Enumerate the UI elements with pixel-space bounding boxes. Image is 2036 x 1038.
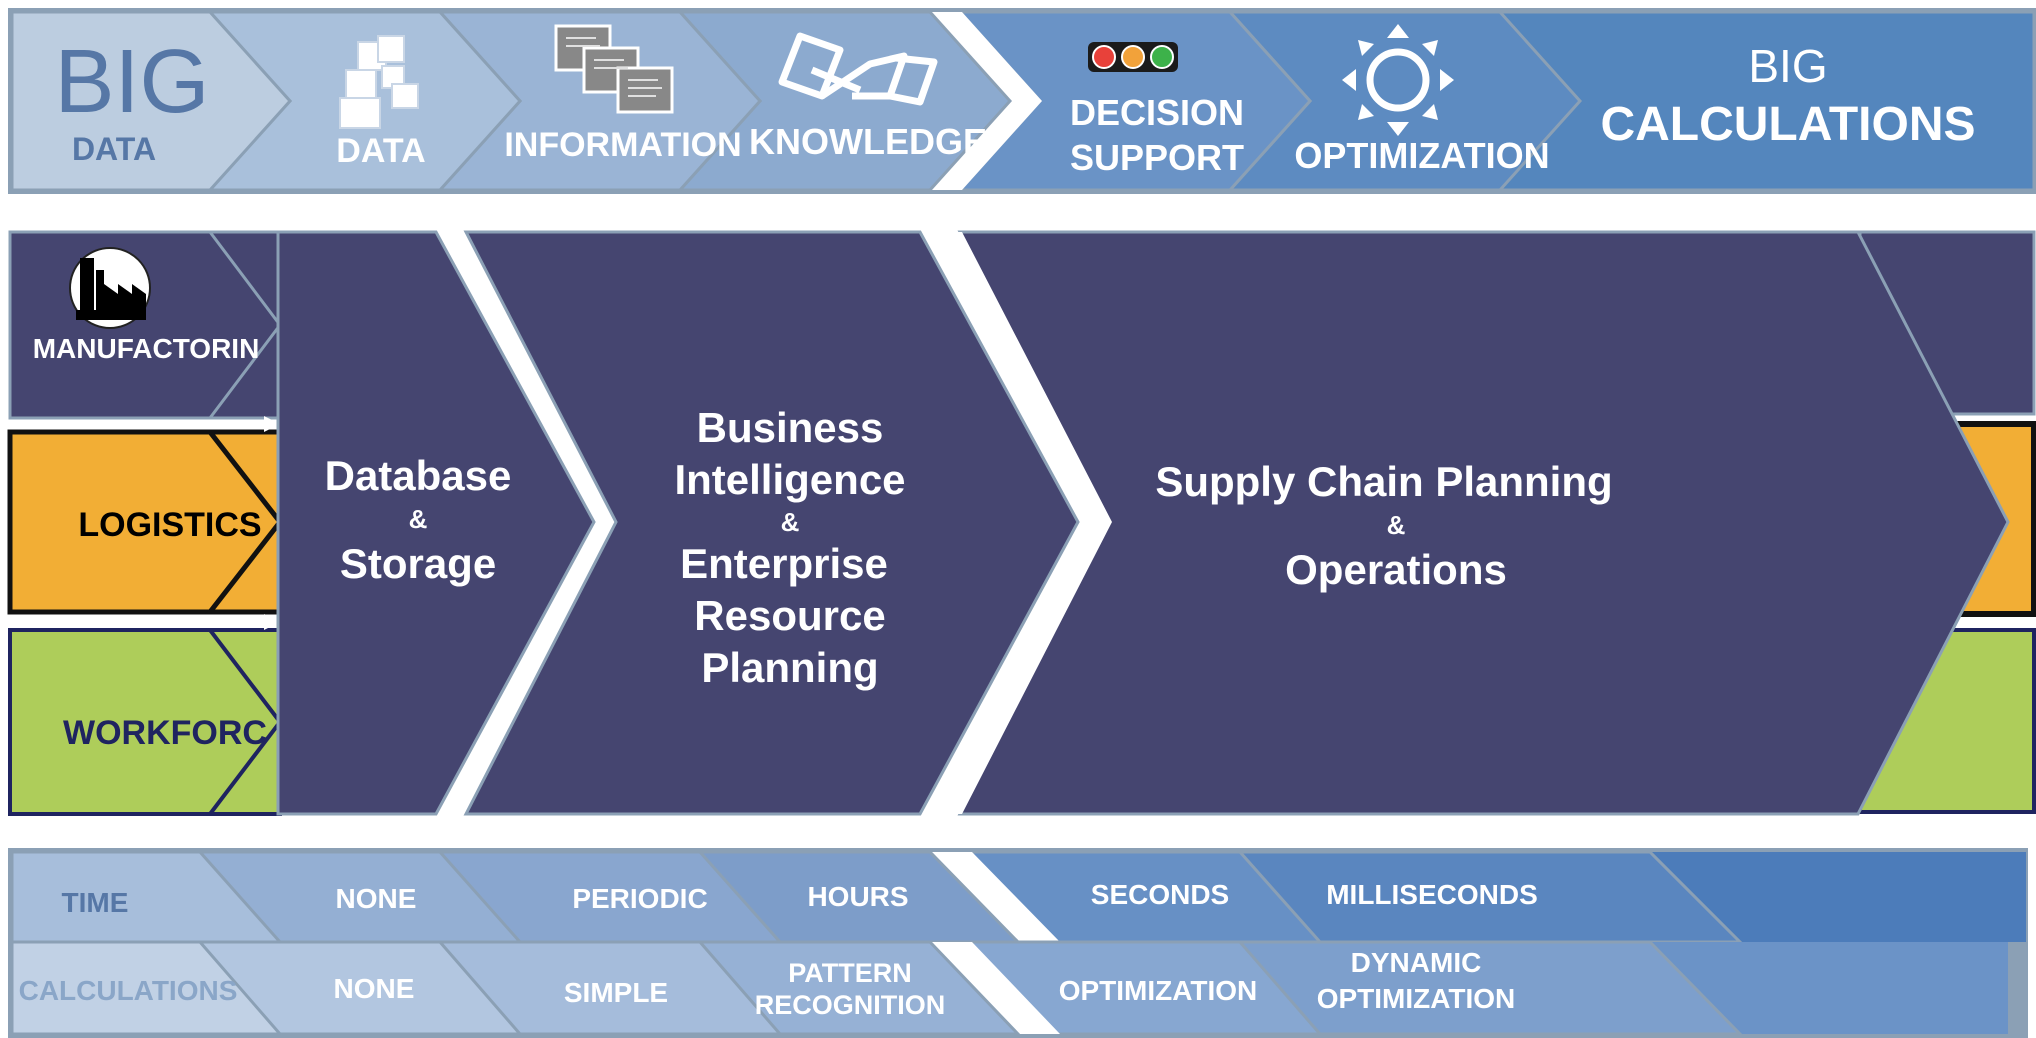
planning-label: Planning xyxy=(701,644,878,691)
scattered-squares-icon xyxy=(339,35,419,129)
sector-label-manufacturing: MANUFACTORIN xyxy=(33,333,260,364)
time-value-none: NONE xyxy=(336,883,417,914)
time-row-label: TIME xyxy=(62,887,129,918)
resource-label: Resource xyxy=(694,592,885,639)
database-label: Database xyxy=(325,452,512,499)
factory-icon xyxy=(76,258,146,320)
stage-label-data: DATA xyxy=(336,132,425,170)
sector-manufacturing: MANUFACTORIN xyxy=(8,230,282,420)
business-label: Business xyxy=(697,404,884,451)
calc-chevron-label xyxy=(10,940,284,1036)
database-amp: & xyxy=(409,504,428,534)
business-amp: & xyxy=(781,507,800,537)
supply-chain-amp: & xyxy=(1387,510,1406,540)
calc-row-label: CALCULATIONS xyxy=(19,975,238,1006)
expanding-circle-arrows-icon xyxy=(1342,24,1454,136)
big-data-data-label: DATA xyxy=(72,131,156,167)
calc-value-dynamic-optimization: OPTIMIZATION xyxy=(1317,983,1516,1014)
intelligence-label: Intelligence xyxy=(674,456,905,503)
bottom-band: TIME NONE PERIODIC HOURS SECONDS MILLISE… xyxy=(8,848,2028,1038)
storage-label: Storage xyxy=(340,540,496,587)
time-value-hours: HOURS xyxy=(807,881,908,912)
enterprise-label: Enterprise xyxy=(680,540,888,587)
calc-row-end xyxy=(1650,942,2008,1034)
arrow-into-flow-2 xyxy=(264,614,280,630)
big-calculations-big-label: BIG xyxy=(1748,40,1827,92)
stage-label-decision: DECISION xyxy=(1070,92,1244,133)
time-row-end xyxy=(1650,852,2026,942)
sector-label-logistics: LOGISTICS xyxy=(78,506,261,544)
middle-band: MANUFACTORIN LOGISTICS WORKFORC Database… xyxy=(7,230,2036,816)
calc-value-dynamic: DYNAMIC xyxy=(1351,947,1482,978)
chevron-supply-chain xyxy=(957,230,2010,816)
time-value-seconds: SECONDS xyxy=(1091,879,1229,910)
traffic-light-icon xyxy=(1088,42,1178,72)
big-data-big-label: BIG xyxy=(54,32,209,132)
calc-value-none: NONE xyxy=(334,973,415,1004)
banner-ribbons-icon xyxy=(778,32,938,106)
stacked-documents-icon xyxy=(554,24,674,114)
operations-label: Operations xyxy=(1285,546,1507,593)
top-band-gap-arrow xyxy=(930,12,1042,190)
chevron-big-data xyxy=(10,10,293,192)
calc-value-simple: SIMPLE xyxy=(564,977,668,1008)
stage-label-information: INFORMATION xyxy=(504,126,741,164)
calc-value-optimization: OPTIMIZATION xyxy=(1059,975,1258,1006)
supply-chain-planning-label: Supply Chain Planning xyxy=(1155,458,1612,505)
time-value-periodic: PERIODIC xyxy=(572,883,707,914)
calc-value-pattern: PATTERN xyxy=(788,958,912,988)
sector-label-workforce: WORKFORC xyxy=(63,714,267,752)
stage-label-optimization: OPTIMIZATION xyxy=(1294,135,1549,176)
time-value-milliseconds: MILLISECONDS xyxy=(1326,879,1538,910)
top-band: BIG DATA xyxy=(8,8,2036,194)
arrow-into-flow-1 xyxy=(264,416,280,432)
chevron-business-intelligence xyxy=(463,230,1080,816)
stage-label-knowledge: KNOWLEDGE xyxy=(749,121,987,162)
calc-value-recognition: RECOGNITION xyxy=(755,990,946,1020)
stage-label-support: SUPPORT xyxy=(1070,137,1244,178)
chevron-database xyxy=(276,230,596,816)
big-calculations-label: CALCULATIONS xyxy=(1600,98,1975,151)
sector-logistics: LOGISTICS xyxy=(7,429,284,615)
sector-workforce: WORKFORC xyxy=(8,628,283,816)
